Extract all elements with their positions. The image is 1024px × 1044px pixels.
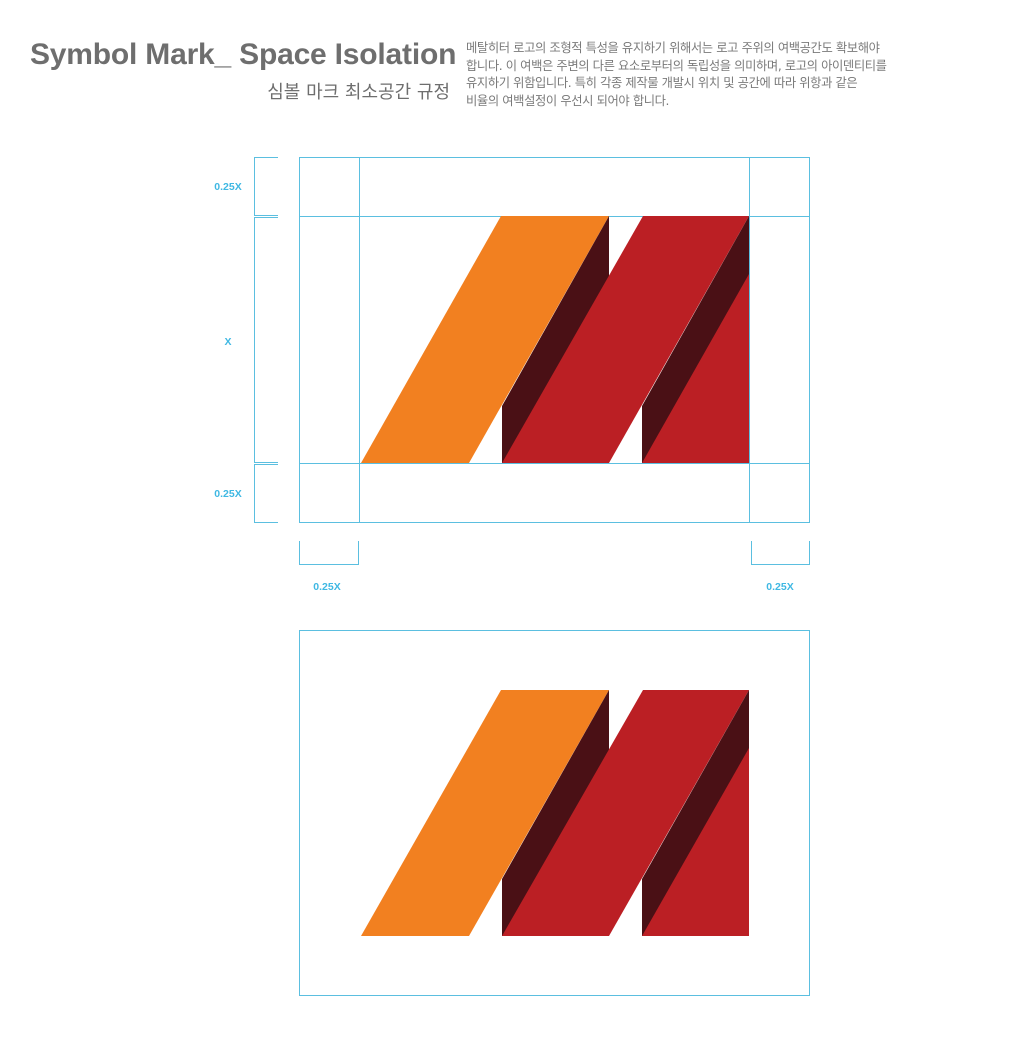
symbol-mark-final: [361, 690, 749, 936]
dimension-label-bottom: 0.25X: [214, 488, 241, 500]
dimension-label-top: 0.25X: [214, 181, 241, 193]
description-line: 비율의 여백설정이 우선시 되어야 합니다.: [466, 93, 670, 108]
dimension-label-left: 0.25X: [313, 581, 340, 593]
description-line: 유지하기 위함입니다. 특히 각종 제작물 개발시 위치 및 공간에 따라 위항…: [466, 76, 858, 90]
description-line: 합니다. 이 여백은 주변의 다른 요소로부터의 독립성을 의미하며, 로고의 …: [466, 58, 887, 73]
dimension-label-height: X: [224, 336, 231, 348]
dimension-label-right: 0.25X: [766, 581, 793, 593]
red-stroke-1: [502, 216, 749, 463]
bracket-top-margin: [254, 157, 278, 216]
bracket-height: [254, 217, 278, 463]
outer-boundary: [299, 157, 810, 523]
red-stroke-2: [642, 274, 749, 463]
bracket-bottom-margin: [254, 464, 278, 523]
orange-stroke: [361, 216, 609, 463]
red-stroke-1: [502, 690, 749, 936]
orange-stroke: [361, 690, 609, 936]
page-title: Symbol Mark_ Space Isolation: [30, 38, 457, 71]
dimension-brackets: [254, 157, 810, 565]
description: 메탈히터 로고의 조형적 특성을 유지하기 위해서는 로고 주위의 여백공간도 …: [466, 40, 1022, 110]
red-stroke-2: [642, 748, 749, 936]
clear-space-boundary: [299, 630, 810, 996]
bracket-right-margin: [751, 541, 810, 565]
description-line: 메탈히터 로고의 조형적 특성을 유지하기 위해서는 로고 주위의 여백공간도 …: [466, 41, 880, 55]
page-subtitle: 심볼 마크 최소공간 규정: [267, 82, 450, 103]
guide-grid: [299, 157, 810, 523]
symbol-mark-guide: [361, 216, 749, 463]
bracket-left-margin: [299, 541, 359, 565]
